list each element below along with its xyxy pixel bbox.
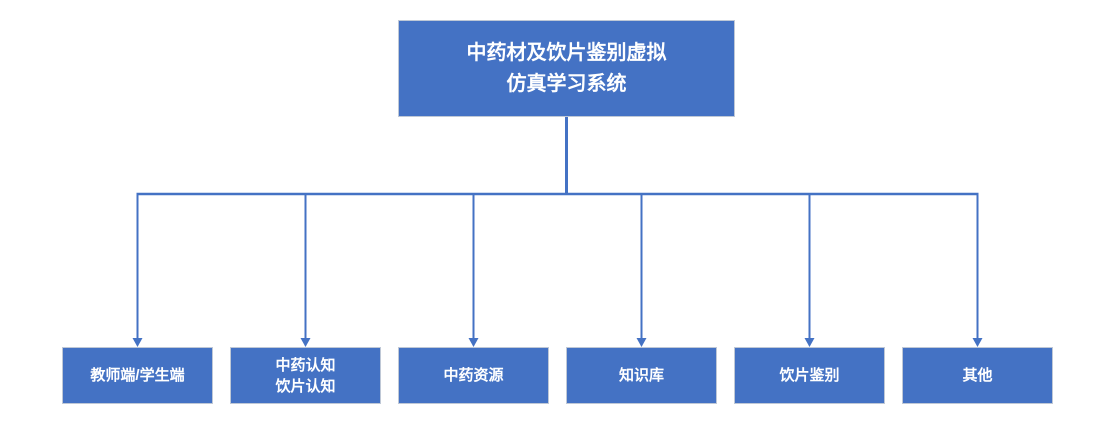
arrow-down-icon	[804, 338, 815, 347]
node-teacher-student-portal: 教师端/学生端	[62, 347, 213, 404]
arrow-down-icon	[300, 338, 311, 347]
node-herb-cognition: 中药认知 饮片认知	[230, 347, 381, 404]
node-label: 教师端/学生端	[90, 367, 185, 384]
node-decoction-piece-identification: 饮片鉴别	[734, 347, 885, 404]
arrow-down-icon	[636, 338, 647, 347]
node-root-system: 中药材及饮片鉴别虚拟 仿真学习系统	[398, 20, 735, 117]
node-knowledge-base: 知识库	[566, 347, 717, 404]
node-label: 中药资源	[443, 367, 504, 384]
node-other: 其他	[902, 347, 1053, 404]
node-label: 其他	[962, 367, 993, 384]
node-root-label: 中药材及饮片鉴别虚拟 仿真学习系统	[466, 41, 667, 95]
node-label: 饮片鉴别	[779, 367, 840, 384]
arrow-down-icon	[468, 338, 479, 347]
node-label: 知识库	[618, 367, 664, 384]
node-label: 中药认知 饮片认知	[275, 356, 336, 395]
arrow-down-icon	[972, 338, 983, 347]
arrow-down-icon	[132, 338, 143, 347]
node-herb-resources: 中药资源	[398, 347, 549, 404]
